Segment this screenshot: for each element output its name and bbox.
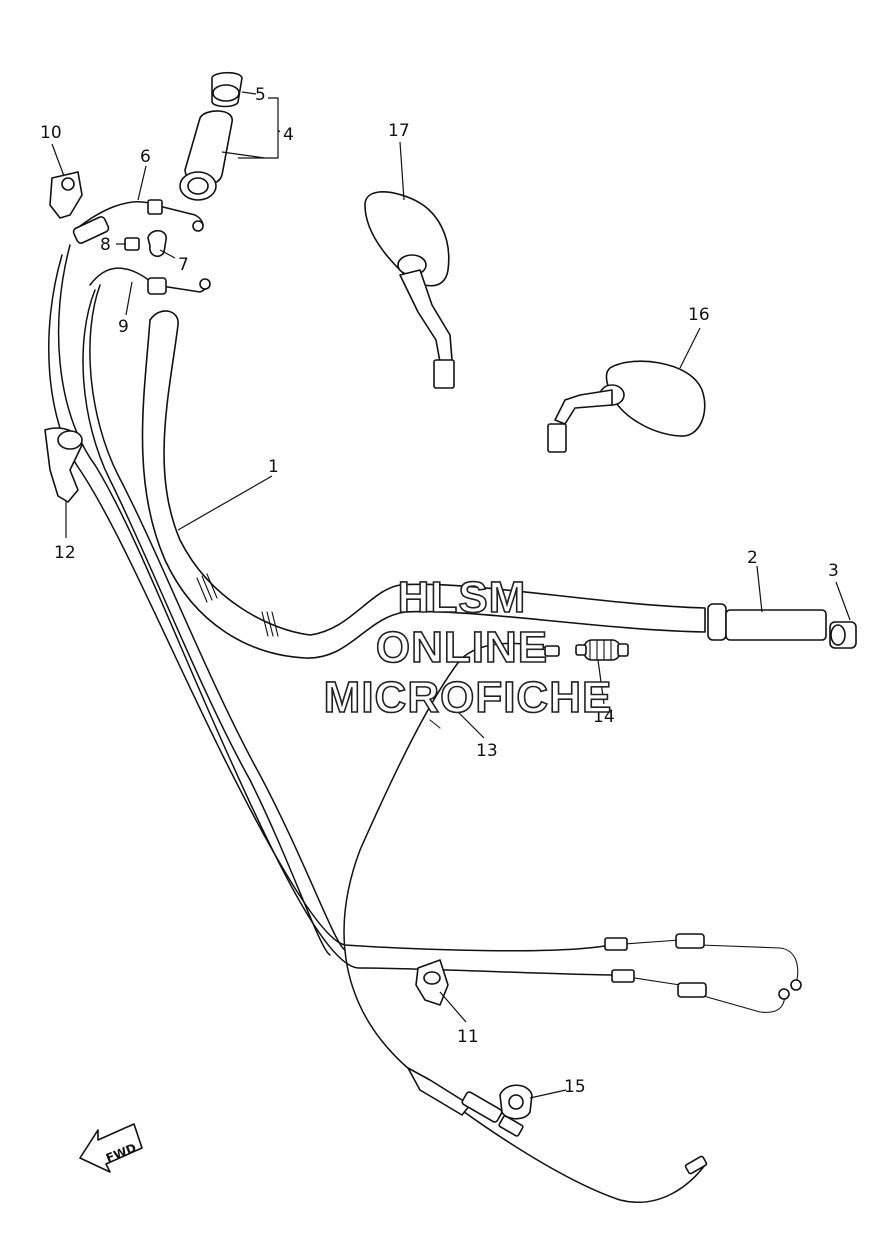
callout-9: 9 bbox=[118, 317, 129, 337]
watermark-line-2: ONLINE bbox=[376, 623, 548, 672]
throttle-cable-routing bbox=[48, 244, 802, 1013]
leader-lines bbox=[51, 91, 851, 1099]
cable-clip-15 bbox=[499, 1084, 533, 1120]
cable-clip-10 bbox=[49, 171, 83, 219]
cable-clip-12 bbox=[44, 427, 83, 503]
callout-15: 15 bbox=[564, 1077, 586, 1097]
mirror-right bbox=[547, 360, 706, 453]
screw-and-clamp bbox=[124, 229, 167, 258]
callout-2: 2 bbox=[747, 548, 758, 568]
throttle-grip bbox=[179, 71, 243, 201]
brake-switch bbox=[575, 639, 629, 661]
callout-17: 17 bbox=[388, 121, 410, 141]
callout-12: 12 bbox=[54, 543, 76, 563]
callout-8: 8 bbox=[100, 235, 111, 255]
fwd-arrow-icon: FWD bbox=[79, 1123, 143, 1173]
cable-clip-11 bbox=[415, 959, 449, 1006]
callout-14: 14 bbox=[593, 707, 615, 727]
callout-4: 4 bbox=[283, 125, 294, 145]
watermark-line-3: MICROFICHE bbox=[324, 673, 613, 722]
clutch-cable bbox=[343, 642, 708, 1203]
callout-13: 13 bbox=[476, 741, 498, 761]
callout-numbers: 1 2 3 4 5 6 7 8 9 10 11 12 13 14 15 16 1… bbox=[40, 85, 839, 1097]
callout-10: 10 bbox=[40, 123, 62, 143]
watermark: HLSM ONLINE MICROFICHE bbox=[323, 572, 613, 723]
callout-3: 3 bbox=[828, 561, 839, 581]
callout-16: 16 bbox=[688, 305, 710, 325]
mirror-left bbox=[364, 191, 455, 389]
throttle-cable-ends bbox=[72, 199, 211, 295]
callout-1: 1 bbox=[268, 457, 279, 477]
callout-7: 7 bbox=[178, 255, 189, 275]
callout-6: 6 bbox=[140, 147, 151, 167]
watermark-line-1: HLSM bbox=[398, 573, 527, 622]
grip-assembly bbox=[707, 603, 857, 649]
callout-5: 5 bbox=[255, 85, 266, 105]
callout-11: 11 bbox=[457, 1027, 479, 1047]
handlebar bbox=[141, 310, 706, 659]
